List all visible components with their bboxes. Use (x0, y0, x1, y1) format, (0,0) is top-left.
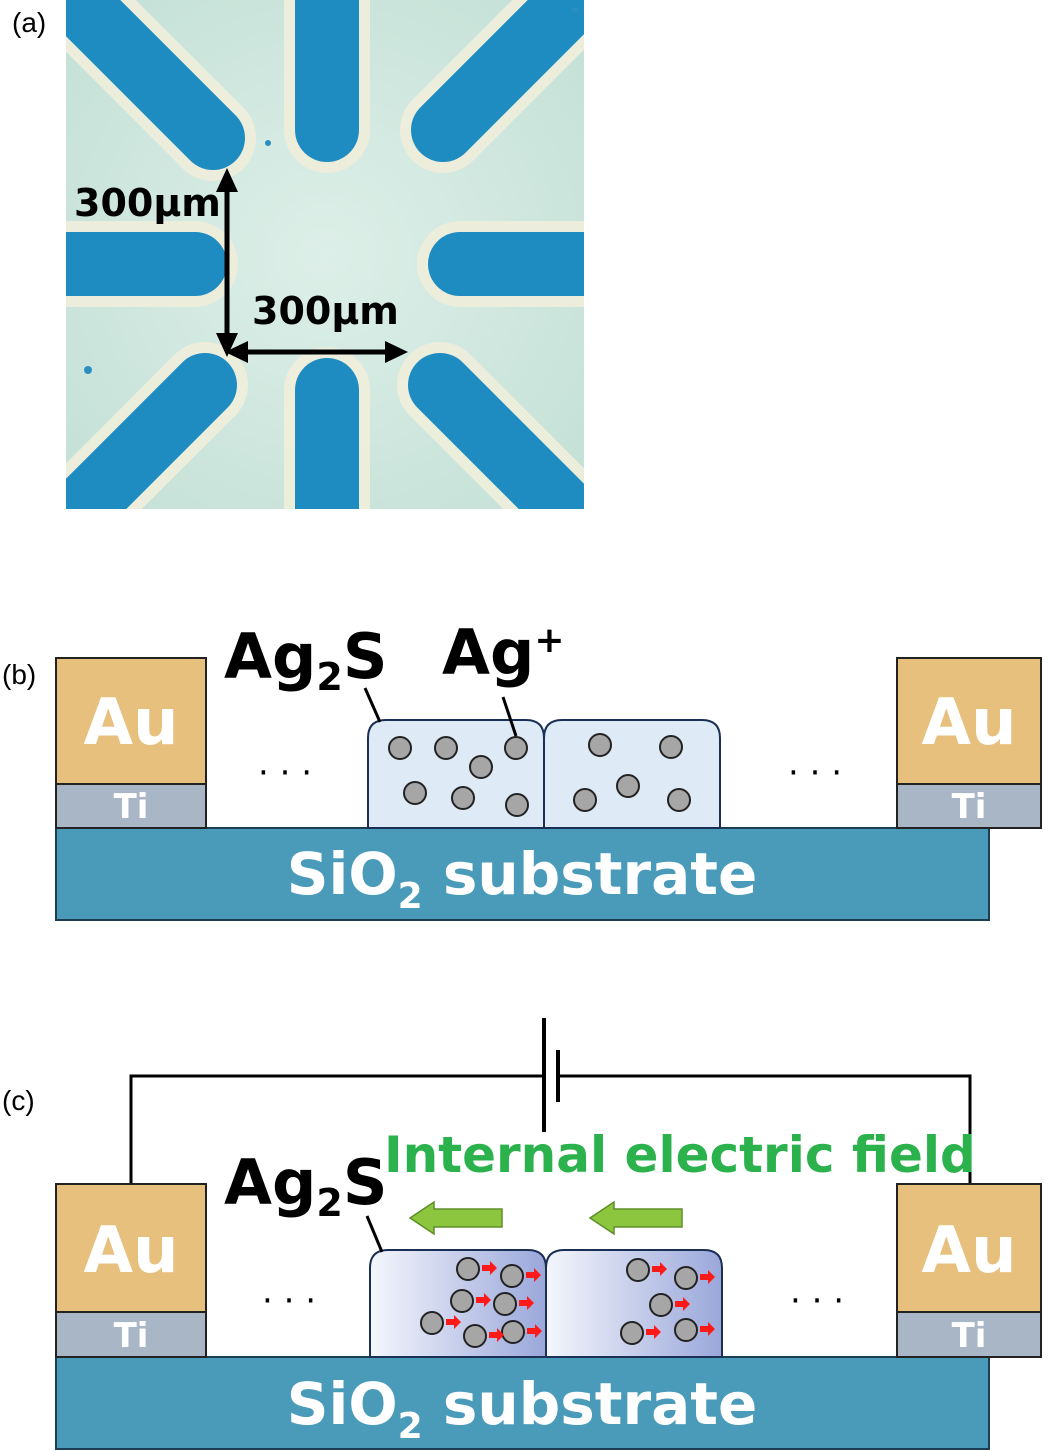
ellipsis-left: · · · (258, 753, 312, 793)
pad-bottom-left (66, 353, 237, 509)
substrate (55, 1356, 990, 1450)
panel-a-label: (a) (12, 7, 46, 38)
panel-c: (c) Internal electric field SiO2 substra… (2, 1018, 1042, 1450)
ag2s-grain-right (543, 719, 721, 829)
ag-ion-leader (501, 696, 518, 737)
substrate (55, 827, 990, 921)
ag2s-label: Ag2S (224, 1146, 387, 1225)
electrode-right-au (896, 657, 1042, 785)
au-label-left: Au (83, 1214, 178, 1288)
electrode-right-ti (896, 1311, 1042, 1358)
electrode-left-ti (55, 783, 207, 829)
au-label-right: Au (921, 1214, 1016, 1288)
panel-c-label: (c) (2, 1085, 35, 1116)
ag2s-leader (365, 1215, 384, 1253)
ellipsis-left: · · · (262, 1281, 316, 1321)
pad-bottom-right (408, 353, 584, 509)
panel-a: (a) (12, 0, 584, 509)
ion-drift-arrows (446, 1261, 715, 1342)
ag-ion-label: Ag+ (442, 616, 565, 689)
scale-arrows (216, 168, 408, 363)
scale-label-horizontal: 300μm (252, 289, 399, 333)
ellipsis-right: · · · (788, 753, 842, 793)
ag2s-leader (363, 687, 382, 723)
substrate-label: SiO2 substrate (287, 840, 758, 917)
au-label-left: Au (83, 686, 178, 760)
field-label: Internal electric field (384, 1126, 976, 1184)
field-arrow-right (588, 1200, 683, 1236)
electrode-right-ti (896, 783, 1042, 829)
ti-label-right: Ti (952, 1316, 987, 1356)
scale-label-vertical: 300μm (74, 181, 221, 225)
ti-label-left: Ti (114, 1316, 149, 1356)
ti-label-left: Ti (114, 787, 149, 827)
panel-b-label: (b) (2, 659, 36, 690)
electrode-left-au (55, 1183, 207, 1313)
electrode-left-ti (55, 1311, 207, 1358)
ag-ions (388, 733, 691, 817)
microscope-image: 300μm 300μm (66, 0, 584, 509)
circuit-wire (129, 1074, 972, 1184)
ti-label-right: Ti (952, 787, 987, 827)
panel-b: (b) SiO2 substrate Au Ti Au Ti · · · · ·… (2, 616, 1042, 921)
substrate-label: SiO2 substrate (287, 1370, 758, 1447)
pad-top-left (66, 0, 245, 170)
ag2s-label: Ag2S (224, 620, 387, 699)
field-arrow-left (408, 1200, 503, 1236)
pad-top-right (411, 0, 584, 162)
ag-ions-drifting (420, 1257, 698, 1348)
ellipsis-right: · · · (790, 1281, 844, 1321)
au-label-right: Au (921, 686, 1016, 760)
